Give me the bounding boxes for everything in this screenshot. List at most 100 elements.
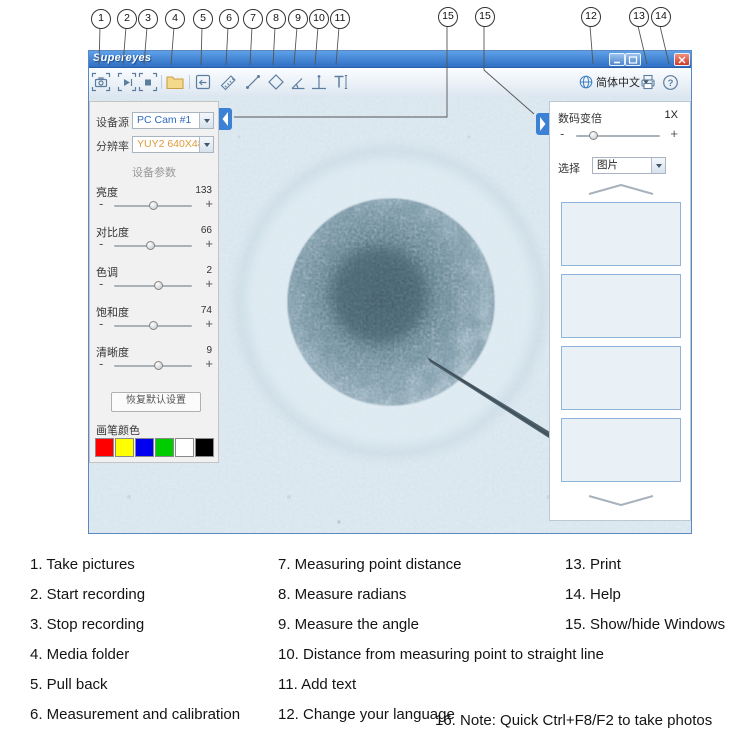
app-logo: Supereyes bbox=[93, 52, 152, 64]
legend-item: 2. Start recording bbox=[30, 586, 146, 603]
hide-right-panel-button[interactable] bbox=[536, 113, 549, 135]
ruler-icon bbox=[220, 75, 236, 91]
slider-plus-button[interactable]: + bbox=[205, 236, 213, 251]
legend-column-3: 13. Print 14. Help 15. Show/hide Windows bbox=[565, 550, 725, 640]
thumbnail-slot[interactable] bbox=[561, 418, 681, 482]
printer-icon bbox=[641, 74, 655, 90]
close-button[interactable] bbox=[674, 53, 690, 66]
legend-item: 9. Measure the angle bbox=[278, 616, 419, 633]
slider-plus-button[interactable]: + bbox=[205, 356, 213, 371]
callout-10: 10 bbox=[309, 9, 329, 29]
help-button[interactable]: ? bbox=[659, 71, 681, 93]
slider-label: 亮度 bbox=[96, 187, 118, 199]
point-to-line-button[interactable] bbox=[308, 71, 330, 93]
thumbnail-slot[interactable] bbox=[561, 274, 681, 338]
brush-color-label: 画笔颜色 bbox=[96, 425, 140, 437]
take-picture-button[interactable] bbox=[90, 71, 112, 93]
callout-6: 6 bbox=[219, 9, 239, 29]
slider-track[interactable] bbox=[114, 321, 192, 330]
slider-thumb[interactable] bbox=[149, 201, 158, 210]
scroll-up-button[interactable] bbox=[586, 182, 656, 196]
chevron-right-icon bbox=[540, 117, 546, 131]
maximize-button[interactable] bbox=[625, 53, 641, 66]
zoom-minus-button[interactable]: - bbox=[560, 126, 565, 141]
slider-minus-button[interactable]: - bbox=[99, 196, 104, 211]
line-measure-icon bbox=[246, 75, 260, 89]
legend-item: 10. Distance from measuring point to str… bbox=[278, 646, 604, 663]
zoom-plus-button[interactable]: + bbox=[670, 126, 678, 141]
chevron-down-icon[interactable] bbox=[199, 137, 213, 152]
slider-value: 9 bbox=[206, 345, 212, 356]
slider-minus-button[interactable]: - bbox=[99, 356, 104, 371]
legend-item: 13. Print bbox=[565, 556, 621, 573]
slider-track[interactable] bbox=[114, 201, 192, 210]
globe-icon bbox=[579, 75, 593, 89]
zoom-slider-thumb[interactable] bbox=[588, 131, 598, 140]
thumbnail-slot[interactable] bbox=[561, 202, 681, 266]
legend-item: 7. Measuring point distance bbox=[278, 556, 462, 573]
minimize-button[interactable] bbox=[609, 53, 625, 66]
language-selector[interactable]: 简体中文 bbox=[579, 72, 649, 92]
slider-label: 饱和度 bbox=[96, 307, 129, 319]
slider-value: 133 bbox=[195, 185, 212, 196]
slider-thumb[interactable] bbox=[153, 361, 163, 370]
brush-color-blue[interactable] bbox=[135, 438, 154, 457]
slider-minus-button[interactable]: - bbox=[99, 236, 104, 251]
point-distance-button[interactable] bbox=[242, 71, 264, 93]
start-recording-button[interactable] bbox=[116, 71, 138, 93]
scroll-down-button[interactable] bbox=[586, 494, 656, 508]
hide-left-panel-button[interactable] bbox=[219, 108, 232, 130]
slider-value: 74 bbox=[200, 305, 212, 316]
brush-color-black[interactable] bbox=[195, 438, 214, 457]
chevron-left-icon bbox=[222, 112, 228, 126]
chevron-down-icon[interactable] bbox=[199, 113, 213, 128]
slider-thumb[interactable] bbox=[145, 241, 155, 250]
media-type-value: 图片 bbox=[597, 159, 618, 171]
chevron-up-icon bbox=[588, 184, 654, 195]
slider-plus-button[interactable]: + bbox=[205, 196, 213, 211]
measure-angle-button[interactable] bbox=[287, 71, 309, 93]
add-text-button[interactable] bbox=[329, 71, 351, 93]
slider-plus-button[interactable]: + bbox=[205, 276, 213, 291]
media-type-select[interactable]: 图片 bbox=[592, 157, 666, 174]
slider-thumb[interactable] bbox=[149, 321, 158, 330]
stop-recording-button[interactable] bbox=[137, 71, 159, 93]
toolbar-separator bbox=[161, 75, 162, 89]
callout-9: 9 bbox=[288, 9, 308, 29]
thumbnail-slot[interactable] bbox=[561, 346, 681, 410]
restore-defaults-button[interactable]: 恢复默认设置 bbox=[111, 392, 201, 412]
zoom-slider-track[interactable] bbox=[576, 131, 660, 140]
slider-minus-button[interactable]: - bbox=[99, 276, 104, 291]
slider-thumb[interactable] bbox=[153, 281, 163, 290]
chevron-down-icon[interactable] bbox=[651, 158, 665, 173]
legend-item: 12. Change your language bbox=[278, 706, 455, 723]
brush-color-yellow[interactable] bbox=[115, 438, 134, 457]
device-source-value: PC Cam #1 bbox=[137, 114, 192, 126]
slider-track[interactable] bbox=[114, 241, 192, 250]
device-source-label: 设备源 bbox=[96, 117, 129, 129]
title-bar: Supereyes bbox=[89, 51, 691, 68]
measure-radians-button[interactable] bbox=[265, 71, 287, 93]
resolution-label: 分辨率 bbox=[96, 141, 129, 153]
measurement-calibration-button[interactable] bbox=[218, 71, 240, 93]
zoom-gallery-panel: 数码变倍 1X - + 选择 图片 bbox=[549, 101, 691, 521]
resolution-select[interactable]: YUY2 640X480 bbox=[132, 136, 214, 153]
slider-track[interactable] bbox=[114, 361, 192, 370]
perpendicular-icon bbox=[312, 75, 326, 90]
callout-13: 13 bbox=[629, 7, 649, 27]
chevron-down-icon bbox=[588, 495, 654, 506]
brush-color-green[interactable] bbox=[155, 438, 174, 457]
toolbar: 简体中文 ? bbox=[89, 68, 691, 98]
pull-back-button[interactable] bbox=[192, 71, 214, 93]
brush-color-white[interactable] bbox=[175, 438, 194, 457]
device-source-select[interactable]: PC Cam #1 bbox=[132, 112, 214, 129]
brush-color-red[interactable] bbox=[95, 438, 114, 457]
legend-item: 3. Stop recording bbox=[30, 616, 145, 633]
camera-settings-panel: 设备源 PC Cam #1 分辨率 YUY2 640X480 设备参数 亮度 1… bbox=[89, 101, 219, 463]
slider-track[interactable] bbox=[114, 281, 192, 290]
print-button[interactable] bbox=[637, 71, 659, 93]
injection-needle bbox=[427, 357, 563, 447]
slider-minus-button[interactable]: - bbox=[99, 316, 104, 331]
slider-plus-button[interactable]: + bbox=[205, 316, 213, 331]
media-folder-button[interactable] bbox=[164, 71, 186, 93]
